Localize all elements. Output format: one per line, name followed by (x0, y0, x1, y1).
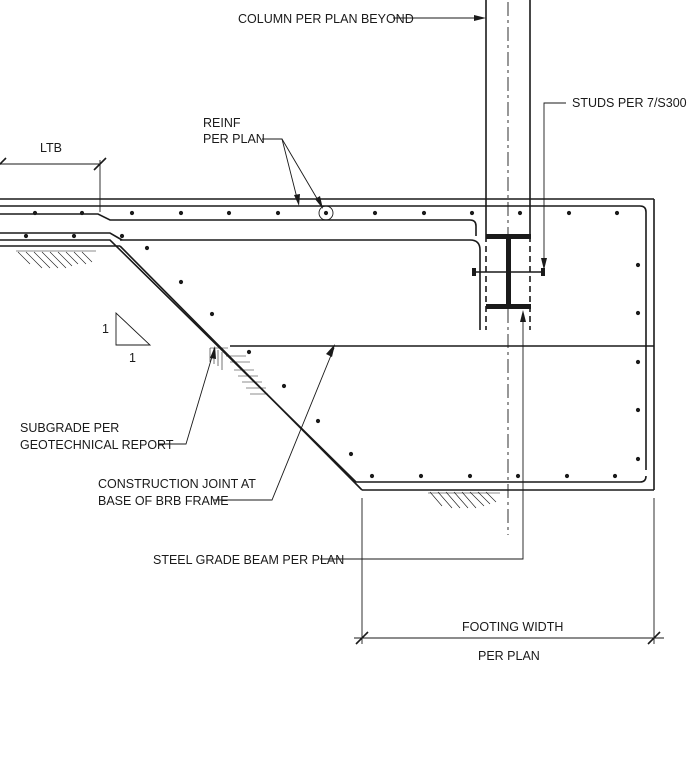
reinforcement (0, 205, 647, 483)
column-label: COLUMN PER PLAN BEYOND (238, 12, 414, 26)
column-beyond (485, 0, 531, 330)
beam-label: STEEL GRADE BEAM PER PLAN (153, 553, 344, 567)
steel-grade-beam (472, 234, 545, 535)
subgrade-label-line1: SUBGRADE PER (20, 421, 119, 435)
reinf-label-line2: PER PLAN (203, 132, 265, 146)
footing-width-label: FOOTING WIDTH (462, 620, 563, 634)
ltb-label: LTB (40, 141, 62, 155)
footing-outline (0, 198, 655, 491)
callout-column: COLUMN PER PLAN BEYOND (238, 12, 486, 26)
reinf-label-line1: REINF (203, 116, 241, 130)
slope-run-label: 1 (129, 351, 136, 365)
callout-grade-beam: STEEL GRADE BEAM PER PLAN (153, 310, 526, 567)
subgrade-hatch (16, 250, 500, 509)
callout-subgrade: SUBGRADE PER GEOTECHNICAL REPORT (20, 346, 216, 452)
callout-reinf: REINF PER PLAN (203, 116, 323, 209)
joint-label-line1: CONSTRUCTION JOINT AT (98, 477, 256, 491)
studs-label: STUDS PER 7/S300 (572, 96, 687, 110)
ltb-dimension: LTB (0, 141, 107, 212)
footing-width-dimension: FOOTING WIDTH PER PLAN (354, 498, 664, 663)
slope-indicator: 1 1 (102, 311, 152, 365)
reinf-callout-circle (318, 205, 334, 221)
slope-rise-label: 1 (102, 322, 109, 336)
subgrade-label-line2: GEOTECHNICAL REPORT (20, 438, 174, 452)
rebar-dots (23, 210, 641, 479)
callout-construction-joint: CONSTRUCTION JOINT AT BASE OF BRB FRAME (98, 344, 335, 508)
callout-studs: STUDS PER 7/S300 (541, 96, 687, 270)
per-plan-label: PER PLAN (478, 649, 540, 663)
joint-label-line2: BASE OF BRB FRAME (98, 494, 229, 508)
